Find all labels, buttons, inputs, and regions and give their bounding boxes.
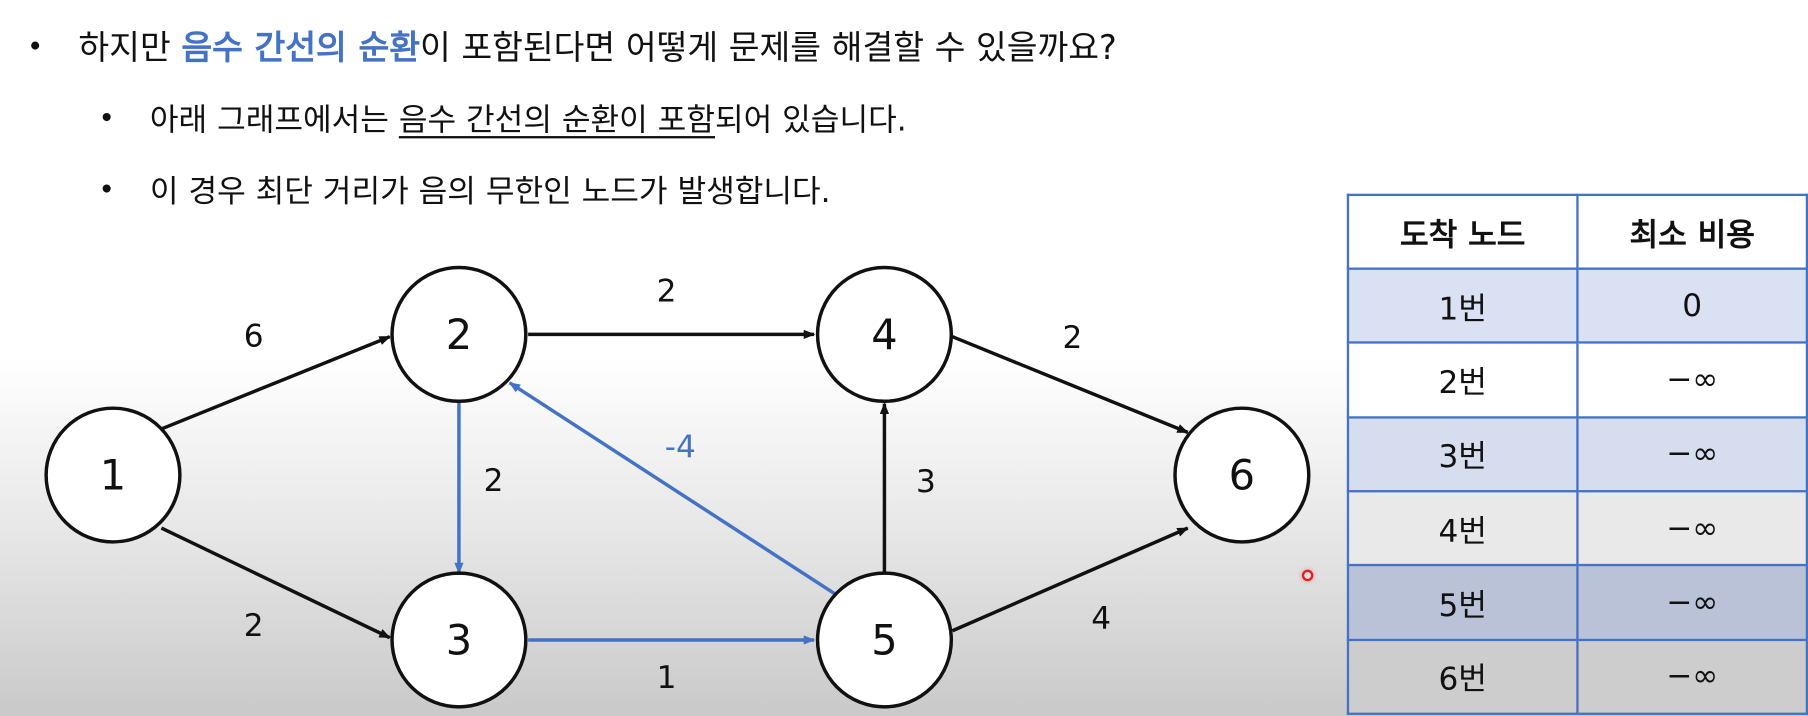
text: 되어 있습니다. bbox=[714, 102, 907, 139]
bullet-dot bbox=[102, 113, 111, 122]
table-header: 도착 노드 최소 비용 bbox=[1346, 193, 1808, 270]
node-6 bbox=[1173, 406, 1311, 544]
cell-node: 6번 bbox=[1346, 638, 1579, 715]
bullet-2: 아래 그래프에서는 음수 간선의 순환이 포함되어 있습니다. bbox=[150, 95, 907, 140]
cell-cost: −∞ bbox=[1576, 490, 1808, 567]
bullet-3: 이 경우 최단 거리가 음의 무한인 노드가 발생합니다. bbox=[149, 174, 831, 210]
edge-weight: 2 bbox=[657, 274, 677, 310]
edge-5-6 bbox=[951, 526, 1189, 633]
node-3 bbox=[390, 571, 528, 709]
node-1 bbox=[44, 406, 182, 544]
cell-cost: −∞ bbox=[1576, 341, 1808, 419]
table-row: 4번−∞ bbox=[1346, 490, 1808, 567]
cell-node: 5번 bbox=[1346, 564, 1579, 641]
node-4 bbox=[815, 265, 954, 404]
cursor-pointer bbox=[1301, 569, 1314, 582]
cell-cost: 0 bbox=[1576, 267, 1808, 345]
table-row: 3번−∞ bbox=[1346, 415, 1808, 493]
text: 아래 그래프에서는 bbox=[149, 102, 399, 139]
table-row: 2번−∞ bbox=[1346, 341, 1808, 419]
node-label: 4 bbox=[871, 310, 897, 359]
edge-weight: 2 bbox=[244, 608, 264, 644]
edge-1-2 bbox=[160, 335, 391, 431]
underlined-text: 음수 간선의 순환이 포함 bbox=[398, 102, 715, 139]
cell-cost: −∞ bbox=[1576, 415, 1808, 493]
cell-node: 4번 bbox=[1346, 490, 1579, 567]
edge-weight: 3 bbox=[916, 464, 936, 500]
edge-weight-negative: -4 bbox=[665, 429, 696, 465]
edge-weight: 2 bbox=[1062, 320, 1082, 356]
text: 하지만 bbox=[78, 27, 182, 67]
node-label: 1 bbox=[100, 451, 126, 500]
node-label: 2 bbox=[446, 310, 472, 359]
node-label: 3 bbox=[446, 615, 472, 664]
edge-5-2 bbox=[508, 381, 836, 596]
edge-weight: 6 bbox=[244, 319, 264, 355]
node-5 bbox=[815, 571, 954, 709]
bullet-1: 하지만 음수 간선의 순환이 포함된다면 어떻게 문제를 해결할 수 있을까요? bbox=[78, 21, 1116, 69]
bullet-dot bbox=[102, 184, 111, 193]
edge-4-6 bbox=[951, 335, 1189, 435]
node-label: 6 bbox=[1229, 451, 1255, 500]
table-row: 5번−∞ bbox=[1346, 564, 1808, 641]
header-min-cost: 최소 비용 bbox=[1576, 193, 1808, 270]
edge-1-3 bbox=[160, 526, 391, 640]
node-2 bbox=[390, 265, 528, 404]
header-destination: 도착 노드 bbox=[1346, 193, 1579, 270]
highlight-text: 음수 간선의 순환 bbox=[181, 27, 420, 67]
cell-cost: −∞ bbox=[1576, 564, 1808, 641]
text: 이 포함된다면 어떻게 문제를 해결할 수 있을까요? bbox=[419, 27, 1117, 67]
bullet-dot bbox=[31, 41, 40, 50]
cell-node: 3번 bbox=[1346, 415, 1579, 493]
cell-node: 1번 bbox=[1346, 267, 1579, 345]
cell-node: 2번 bbox=[1346, 341, 1579, 419]
edge-weight: 1 bbox=[657, 660, 677, 696]
edge-weight: 2 bbox=[484, 463, 504, 499]
edge-weight: 4 bbox=[1091, 601, 1111, 637]
table-row: 6번−∞ bbox=[1346, 638, 1808, 715]
cell-cost: −∞ bbox=[1576, 638, 1808, 715]
node-label: 5 bbox=[871, 615, 897, 664]
